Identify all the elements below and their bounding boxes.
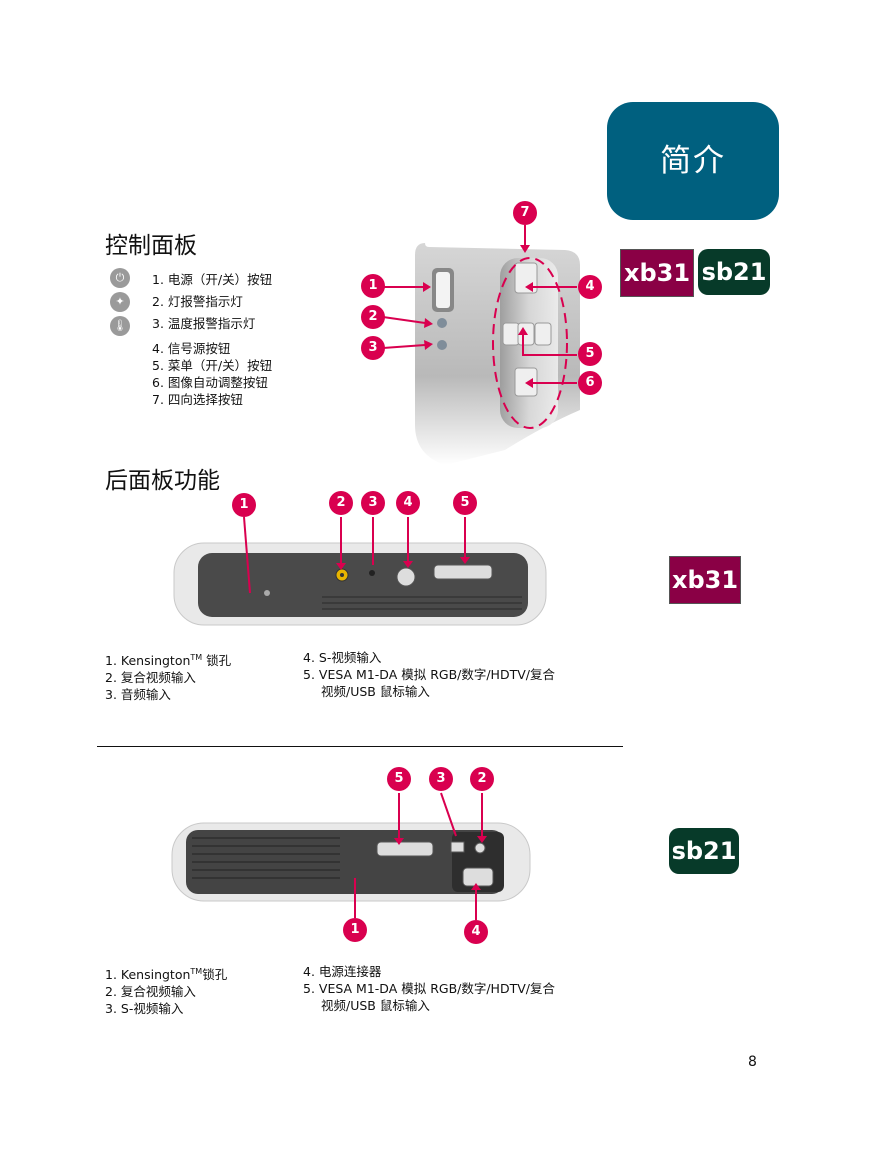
section-tab: 简介 bbox=[607, 102, 779, 220]
xb31-callout-2: 2 bbox=[329, 491, 353, 515]
xb31-callout-5: 5 bbox=[453, 491, 477, 515]
sb21-callout-3: 3 bbox=[429, 767, 453, 791]
list-item: 5. VESA M1-DA 模拟 RGB/数字/HDTV/复合 bbox=[303, 667, 555, 682]
sb21-callout-4: 4 bbox=[464, 920, 488, 944]
xb31-callout-4: 4 bbox=[396, 491, 420, 515]
list-item: 1. KensingtonTM锁孔 bbox=[105, 967, 228, 983]
list-item: 1. KensingtonTM 锁孔 bbox=[105, 653, 232, 669]
callout-1: 1 bbox=[361, 274, 385, 298]
lamp-warning-icon: ✦ bbox=[110, 292, 130, 312]
list-item: 3. 音频输入 bbox=[105, 687, 171, 703]
list-item: 2. 灯报警指示灯 bbox=[152, 294, 243, 309]
list-item: 6. 图像自动调整按钮 bbox=[152, 375, 268, 390]
xb31-callout-3: 3 bbox=[361, 491, 385, 515]
xb31-legend-left: 1. KensingtonTM 锁孔 2. 复合视频输入 3. 音频输入 bbox=[105, 649, 231, 703]
list-item: 4. 电源连接器 bbox=[303, 964, 382, 979]
list-item: 2. 复合视频输入 bbox=[105, 984, 196, 1000]
callout-7: 7 bbox=[513, 201, 537, 225]
sb21-legend-left: 1. KensingtonTM锁孔 2. 复合视频输入 3. S-视频输入 bbox=[105, 963, 227, 1017]
list-item: 4. S-视频输入 bbox=[303, 650, 382, 665]
page-number: 8 bbox=[748, 1054, 757, 1070]
control-panel-title: 控制面板 bbox=[105, 233, 197, 259]
list-item: 3. 温度报警指示灯 bbox=[152, 316, 256, 331]
power-icon: ⏻ bbox=[110, 268, 130, 288]
model-badge-xb31: xb31 bbox=[620, 249, 694, 297]
sb21-callout-1: 1 bbox=[343, 918, 367, 942]
list-item: 3. S-视频输入 bbox=[105, 1001, 184, 1017]
sb21-legend-right: 4. 电源连接器 5. VESA M1-DA 模拟 RGB/数字/HDTV/复合… bbox=[303, 963, 555, 1014]
rear-panel-title: 后面板功能 bbox=[105, 468, 220, 494]
control-panel-list: 1. 电源（开/关）按钮 2. 灯报警指示灯 3. 温度报警指示灯 4. 信号源… bbox=[152, 271, 272, 408]
section-divider bbox=[97, 746, 623, 747]
list-item: 1. 电源（开/关）按钮 bbox=[152, 272, 273, 287]
callout-5: 5 bbox=[578, 342, 602, 366]
callout-2: 2 bbox=[361, 305, 385, 329]
list-item: 视频/USB 鼠标输入 bbox=[321, 684, 430, 699]
sb21-callout-2: 2 bbox=[470, 767, 494, 791]
list-item: 7. 四向选择按钮 bbox=[152, 392, 243, 407]
sb21-badge: sb21 bbox=[669, 828, 739, 874]
xb31-rear-panel-image bbox=[173, 516, 547, 626]
sb21-rear-panel-image bbox=[171, 792, 531, 920]
list-item: 5. VESA M1-DA 模拟 RGB/数字/HDTV/复合 bbox=[303, 981, 555, 996]
callout-3: 3 bbox=[361, 336, 385, 360]
sb21-callout-5: 5 bbox=[387, 767, 411, 791]
temperature-warning-icon: 🌡 bbox=[110, 316, 130, 336]
xb31-badge: xb31 bbox=[669, 556, 741, 604]
list-item: 5. 菜单（开/关）按钮 bbox=[152, 358, 273, 373]
list-item: 2. 复合视频输入 bbox=[105, 670, 196, 686]
list-item: 4. 信号源按钮 bbox=[152, 341, 231, 356]
callout-4: 4 bbox=[578, 275, 602, 299]
control-panel-image bbox=[382, 225, 580, 465]
list-item: 视频/USB 鼠标输入 bbox=[321, 998, 430, 1013]
xb31-legend-right: 4. S-视频输入 5. VESA M1-DA 模拟 RGB/数字/HDTV/复… bbox=[303, 649, 555, 700]
xb31-callout-1: 1 bbox=[232, 493, 256, 517]
callout-6: 6 bbox=[578, 371, 602, 395]
model-badge-sb21: sb21 bbox=[698, 249, 770, 295]
